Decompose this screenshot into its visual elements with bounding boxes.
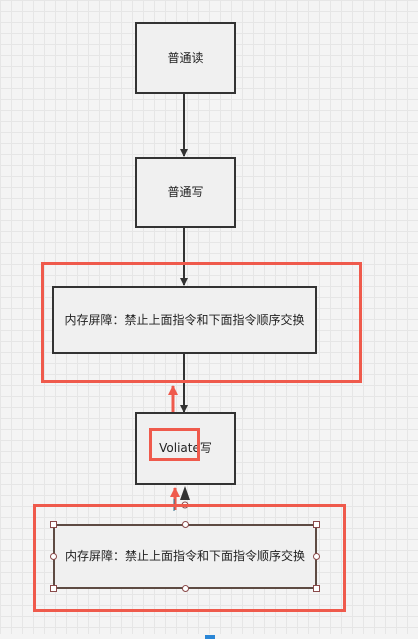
resize-handle-bottom[interactable] xyxy=(182,585,189,592)
resize-handle-top-left[interactable] xyxy=(50,521,57,528)
connection-arrow-icon xyxy=(180,486,190,500)
node-label-main: Voliate xyxy=(159,441,200,456)
resize-handle-top[interactable] xyxy=(182,521,189,528)
node-memory-barrier-top[interactable]: 内存屏障：禁止上面指令和下面指令顺序交换 xyxy=(52,286,317,354)
highlight-box-volatile-word xyxy=(149,428,200,461)
resize-handle-left[interactable] xyxy=(50,553,57,560)
resize-handle-top-right[interactable] xyxy=(313,521,320,528)
resize-handle-bottom-right[interactable] xyxy=(313,585,320,592)
node-normal-write[interactable]: 普通写 xyxy=(135,157,236,228)
node-label-suffix: 写 xyxy=(199,441,212,456)
node-label: 普通写 xyxy=(167,185,204,200)
node-label: 普通读 xyxy=(167,50,204,65)
bottom-indicator xyxy=(205,635,215,639)
resize-handle-bottom-left[interactable] xyxy=(50,585,57,592)
highlight-box-barrier-top xyxy=(41,262,362,383)
highlight-box-barrier-bottom xyxy=(33,504,346,612)
node-label: 内存屏障：禁止上面指令和下面指令顺序交换 xyxy=(65,549,306,564)
node-memory-barrier-bottom[interactable]: 内存屏障：禁止上面指令和下面指令顺序交换 xyxy=(53,524,317,589)
node-normal-read[interactable]: 普通读 xyxy=(135,22,236,94)
resize-handle-right[interactable] xyxy=(313,553,320,560)
node-label: 内存屏障：禁止上面指令和下面指令顺序交换 xyxy=(64,312,305,327)
